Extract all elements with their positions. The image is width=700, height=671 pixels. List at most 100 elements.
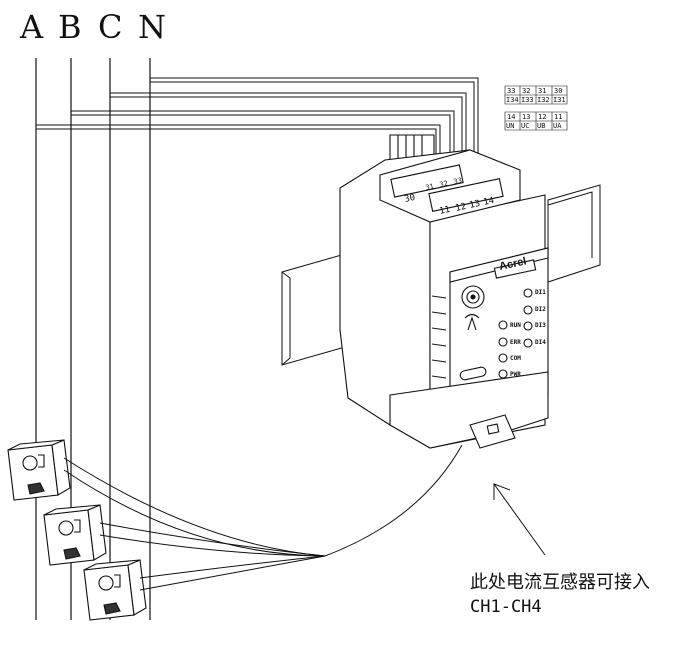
antenna-connector-core (471, 295, 475, 299)
phase-label-c: C (98, 8, 122, 46)
ct-leads (64, 445, 462, 590)
led-5 (524, 289, 532, 297)
vent-1 (432, 296, 446, 298)
ct-a-top (8, 440, 64, 450)
terminal-block-rear (391, 165, 463, 197)
led-label-3: DI3 (535, 322, 546, 329)
display-window (494, 260, 535, 278)
voltage-wire-n-double (150, 82, 474, 168)
front-terminal-11: 11 (439, 205, 452, 217)
ct-bundle-to-device (325, 445, 462, 556)
lower-num-3: 11 (554, 113, 562, 121)
rear-terminal-33: 33 (453, 176, 463, 186)
upper-label-2: I32 (537, 96, 550, 104)
antenna-icon (465, 315, 479, 331)
vent-ridges (432, 296, 446, 378)
ct-phase-c (84, 560, 146, 620)
ct-c-top (84, 560, 140, 570)
front-terminal-14: 14 (483, 196, 496, 208)
led-3 (499, 354, 507, 362)
led-8 (524, 339, 532, 347)
lower-label-3: UA (553, 122, 562, 130)
ct-phase-b (44, 505, 106, 565)
front-terminal-12: 12 (455, 202, 468, 214)
led-6 (524, 306, 532, 314)
led-label-5: RUN (510, 322, 521, 329)
lower-label-2: UB (537, 122, 545, 130)
vent-3 (432, 328, 446, 330)
ct-c-hole (99, 576, 113, 590)
ct-c-lead-wire (140, 556, 325, 578)
led-label-4: DI4 (535, 339, 546, 346)
led-label-6: ERR (510, 339, 521, 346)
din-rail-left-lip (282, 272, 290, 365)
vent-5 (432, 360, 446, 362)
lower-num-1: 13 (522, 113, 530, 121)
device-top-face (380, 150, 520, 222)
brand-logo: Acrel (498, 255, 527, 272)
upper-num-3: 30 (554, 87, 562, 95)
led-label-1: DI1 (535, 289, 546, 296)
upper-label-3: I31 (553, 96, 566, 104)
led-7 (524, 322, 532, 330)
led-4 (499, 370, 507, 378)
upper-num-0: 33 (507, 87, 515, 95)
arrow-head (494, 484, 510, 500)
front-terminal-13: 13 (469, 199, 482, 211)
lower-num-2: 12 (538, 113, 546, 121)
front-panel-top-band (450, 248, 548, 282)
lower-num-0: 14 (507, 113, 515, 121)
note-line-1: 此处电流互感器可接入 (470, 572, 650, 593)
terminal-table-text: 33 32 31 30 I34 I33 I32 I31 14 13 12 11 … (506, 87, 566, 130)
voltage-wire-c-double (110, 97, 462, 172)
reset-slot (459, 366, 486, 380)
vent-6 (432, 376, 446, 378)
device-labels: 30 11 12 13 14 31 32 33 Acrel DI1 DI2 DI… (404, 176, 547, 378)
ct-b-lead-wire-2 (100, 535, 325, 556)
voltage-wire-n (150, 78, 478, 168)
ct-b-lead-wire (100, 523, 325, 556)
lower-label-1: UC (521, 122, 529, 130)
phase-label-b: B (58, 8, 82, 46)
upper-label-0: I34 (506, 96, 519, 104)
led-label-7: COM (510, 355, 521, 362)
upper-label-1: I33 (521, 96, 534, 104)
din-rail (282, 185, 600, 365)
ct-c-lead (104, 603, 120, 614)
arrow-shaft (494, 484, 545, 555)
ct-b-hole (59, 521, 73, 535)
ct-a-clip-icon (38, 455, 44, 467)
ct-b-top (44, 505, 100, 515)
ct-phase-a (8, 440, 70, 500)
ct-c-clip-icon (114, 575, 120, 587)
rear-terminal-32: 32 (439, 179, 449, 189)
terminal-table (505, 86, 567, 130)
note-line-2: CH1-CH4 (470, 597, 542, 617)
phase-labels: A B C N (19, 8, 166, 46)
din-rail-right-lip (548, 192, 592, 258)
ct-a-hole (23, 456, 37, 470)
bottom-screw (487, 424, 498, 434)
top-terminal-label: 30 (404, 193, 417, 205)
ct-b-lead (64, 548, 80, 559)
rear-terminal-31: 31 (425, 182, 435, 192)
ct-a-lead-wire-2 (64, 470, 325, 556)
voltage-wire-c (110, 93, 466, 172)
ct-a-lead (28, 483, 44, 494)
upper-num-2: 31 (538, 87, 546, 95)
phase-label-n: N (138, 8, 166, 46)
meter-device (340, 135, 548, 448)
phase-label-a: A (19, 8, 44, 46)
vent-2 (432, 312, 446, 314)
led-label-8: PWR (510, 371, 521, 378)
annotation-arrow (494, 484, 545, 555)
led-label-2: DI2 (535, 306, 546, 313)
ct-c-lead-wire-2 (140, 556, 325, 590)
led-2 (499, 338, 507, 346)
vent-4 (432, 344, 446, 346)
annotation-note: 此处电流互感器可接入 CH1-CH4 (470, 572, 650, 617)
lower-label-0: UN (506, 122, 514, 130)
ct-b-clip-icon (74, 520, 80, 532)
terminal-block-front (429, 179, 503, 212)
